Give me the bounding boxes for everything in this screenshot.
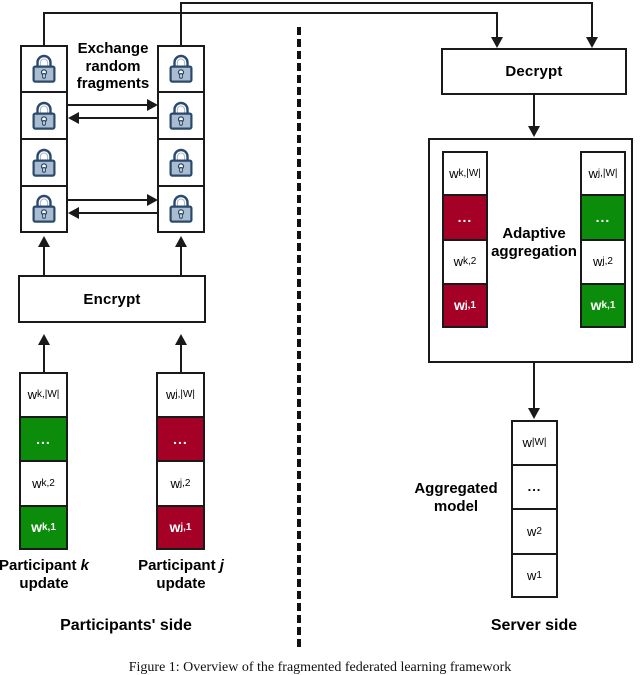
exchange-arrow-lower-rightward-head: [147, 194, 158, 206]
participant-j-caption-line1: Participant j: [129, 557, 233, 575]
aggregation-left-weight-cell-1: ...: [442, 195, 488, 240]
padlock-icon: [169, 101, 193, 130]
participant-k-encrypted-fragments: [20, 45, 68, 233]
figure-caption: Figure 1: Overview of the fragmented fed…: [128, 660, 512, 675]
connector-left-stack-up: [43, 13, 45, 47]
arrowhead-encrypt-from-participant-k: [38, 334, 50, 345]
padlock-icon: [32, 54, 56, 83]
arrowhead-right-stack-from-encrypt: [175, 236, 187, 247]
participant-j-weight-cell-1: ...: [156, 416, 205, 461]
exchange-arrow-upper-rightward-shaft: [68, 104, 150, 106]
connector-encrypt-to-left-stack: [43, 247, 45, 276]
arrowhead-decrypt-right: [586, 37, 598, 48]
arrowhead-model-from-aggregation: [528, 408, 540, 419]
server-side-label: Server side: [490, 617, 578, 634]
participant-j-encrypted-fragments: [157, 45, 205, 233]
participant-k-caption-line2: update: [19, 574, 69, 592]
aggregated-model-weight-cell-1: ...: [511, 464, 558, 509]
padlock-icon: [169, 194, 193, 223]
aggregated-model-line1: Aggregated: [414, 480, 498, 497]
encrypted-fragment-cell[interactable]: [157, 186, 205, 233]
aggregation-right-weight-cell-1: ...: [580, 195, 626, 240]
participant-k-caption: Participant k update: [0, 557, 96, 592]
encrypted-fragment-cell[interactable]: [20, 92, 68, 139]
padlock-icon: [32, 194, 56, 223]
padlock-icon: [32, 101, 56, 130]
adaptive-label-line1: Adaptive: [502, 225, 566, 242]
participant-j-caption: Participant j update: [129, 557, 233, 592]
encrypted-fragment-cell[interactable]: [157, 139, 205, 186]
adaptive-label-line2: aggregation: [491, 242, 577, 260]
padlock-icon: [32, 148, 56, 177]
connector-down-to-decrypt-right: [591, 2, 593, 38]
connector-participant-k-to-encrypt: [43, 345, 45, 372]
decrypt-label: Decrypt: [505, 63, 563, 80]
exchange-arrow-lower-leftward-shaft: [79, 212, 157, 214]
encrypted-fragment-cell[interactable]: [20, 45, 68, 92]
padlock-icon: [169, 54, 193, 83]
connector-down-to-decrypt-left: [496, 12, 498, 38]
connector-right-stack-up: [180, 3, 182, 47]
participant-k-text: Participant k: [0, 557, 90, 574]
aggregated-model-line2: model: [433, 497, 479, 515]
adaptive-aggregation-label: Adaptive aggregation: [489, 225, 579, 260]
padlock-icon: [169, 148, 193, 177]
exchange-arrow-upper-leftward-head: [68, 112, 79, 124]
connector-decrypt-to-aggregation: [533, 95, 535, 127]
exchange-arrow-upper-leftward-shaft: [79, 117, 157, 119]
connector-top-left-horizontal: [43, 12, 498, 14]
encrypted-fragment-cell[interactable]: [20, 186, 68, 233]
connector-participant-j-to-encrypt: [180, 345, 182, 372]
encrypted-fragment-cell[interactable]: [157, 45, 205, 92]
participant-j-caption-line2: update: [156, 574, 206, 592]
participant-j-text: Participant j: [138, 557, 224, 574]
exchange-arrow-lower-rightward-shaft: [68, 199, 150, 201]
encrypted-fragment-cell[interactable]: [20, 139, 68, 186]
side-divider: [297, 27, 301, 647]
encrypted-fragment-cell[interactable]: [157, 92, 205, 139]
encrypt-box[interactable]: Encrypt: [18, 275, 206, 323]
connector-top-right-horizontal: [180, 2, 593, 4]
connector-aggregation-to-model: [533, 363, 535, 409]
arrowhead-left-stack-from-encrypt: [38, 236, 50, 247]
exchange-label-line1: Exchange: [77, 40, 149, 57]
exchange-label-line3: fragments: [76, 75, 150, 93]
participants-side-label: Participants' side: [60, 617, 192, 634]
encrypt-label: Encrypt: [83, 290, 141, 308]
exchange-arrow-upper-rightward-head: [147, 99, 158, 111]
connector-encrypt-to-right-stack: [180, 247, 182, 276]
arrowhead-encrypt-from-participant-j: [175, 334, 187, 345]
exchange-label-line2: random: [85, 57, 141, 75]
aggregated-model-label: Aggregated model: [404, 480, 508, 515]
participant-k-weight-cell-1: ...: [19, 416, 68, 461]
arrowhead-aggregation-from-decrypt: [528, 126, 540, 137]
aggregated-model-weight-cell-0: w|W|: [511, 420, 558, 465]
decrypt-box[interactable]: Decrypt: [441, 48, 627, 95]
participant-k-caption-line1: Participant k: [0, 557, 96, 575]
arrowhead-decrypt-left: [491, 37, 503, 48]
exchange-arrow-lower-leftward-head: [68, 207, 79, 219]
exchange-random-fragments-label: Exchange random fragments: [69, 40, 157, 93]
